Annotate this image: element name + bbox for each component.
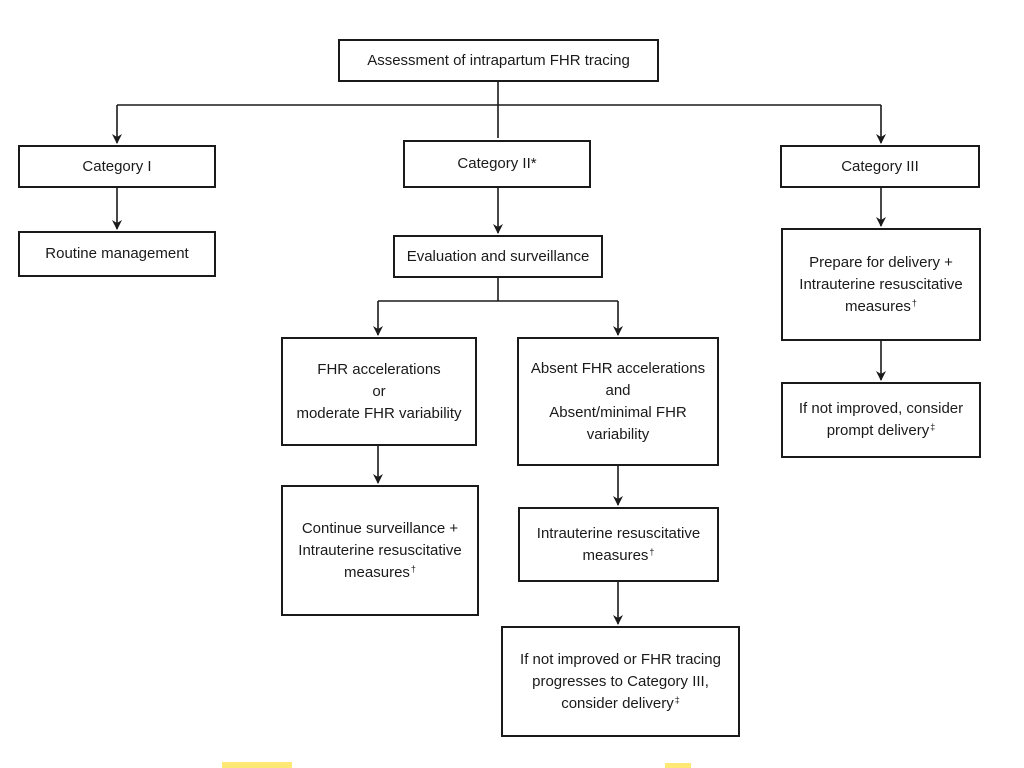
- evaluation-surveillance-label: Evaluation and surveillance: [406, 247, 590, 265]
- consider-delivery-line-3: consider delivery‡: [520, 693, 721, 715]
- prepare-delivery-line-2: Intrauterine resuscitative: [799, 275, 963, 293]
- fhr-accelerations-line-1: FHR accelerations: [317, 360, 441, 378]
- prepare-delivery-box: Prepare for delivery + Intrauterine resu…: [781, 228, 981, 341]
- consider-delivery-text: If not improved or FHR tracing progresse…: [520, 649, 721, 715]
- continue-surveillance-measures: measures: [344, 563, 410, 581]
- absent-accelerations-line-1: Absent FHR accelerations: [530, 359, 706, 377]
- prepare-delivery-dagger: †: [911, 297, 917, 308]
- category-1-box: Category I: [18, 145, 216, 188]
- prepare-delivery-line-3: measures†: [799, 296, 962, 318]
- prompt-delivery-text: If not improved, consider prompt deliver…: [799, 398, 963, 442]
- continue-surveillance-line-2: Intrauterine resuscitative: [298, 541, 462, 559]
- prompt-delivery-line-2: prompt delivery‡: [799, 420, 963, 442]
- prompt-delivery-label: prompt delivery: [826, 422, 930, 439]
- category-2-box: Category II*: [403, 140, 591, 188]
- routine-management-label: Routine management: [45, 245, 189, 262]
- absent-accelerations-box: Absent FHR accelerations and Absent/mini…: [517, 337, 719, 466]
- intrauterine-resuscitative-box: Intrauterine resuscitative measures†: [518, 507, 719, 582]
- consider-delivery-line-1: If not improved or FHR tracing: [520, 650, 721, 668]
- category-3-label: Category III: [841, 157, 919, 175]
- highlighter-mark-left: [222, 762, 292, 768]
- root-assessment-label: Assessment of intrapartum FHR tracing: [367, 51, 630, 69]
- prompt-delivery-double-dagger: ‡: [930, 422, 936, 432]
- consider-delivery-line-2: progresses to Category III,: [532, 672, 709, 690]
- fhr-accelerations-line-2: or: [372, 382, 386, 400]
- consider-delivery-double-dagger: ‡: [674, 694, 680, 705]
- intrauterine-resuscitative-line-2: measures†: [537, 545, 700, 567]
- prepare-delivery-text: Prepare for delivery + Intrauterine resu…: [799, 252, 962, 318]
- prompt-delivery-box: If not improved, consider prompt deliver…: [781, 382, 981, 458]
- routine-management-box: Routine management: [18, 231, 216, 277]
- intrauterine-resuscitative-line-1: Intrauterine resuscitative: [536, 524, 701, 542]
- category-2-text: Category II*: [457, 153, 536, 175]
- intrauterine-resuscitative-text: Intrauterine resuscitative measures†: [537, 523, 700, 567]
- absent-accelerations-line-2: and: [605, 381, 631, 399]
- fhr-accelerations-box: FHR accelerations or moderate FHR variab…: [281, 337, 477, 446]
- consider-delivery-box: If not improved or FHR tracing progresse…: [501, 626, 740, 737]
- category-1-label: Category I: [82, 157, 152, 175]
- continue-surveillance-text: Continue surveillance + Intrauterine res…: [298, 518, 461, 584]
- evaluation-surveillance-box: Evaluation and surveillance: [393, 235, 603, 278]
- consider-delivery-label: consider delivery: [561, 694, 674, 712]
- absent-accelerations-line-4: variability: [586, 425, 650, 443]
- prepare-delivery-measures: measures: [845, 297, 911, 315]
- continue-surveillance-line-1: Continue surveillance +: [301, 519, 459, 537]
- absent-accelerations-line-3: Absent/minimal FHR: [549, 403, 687, 421]
- fhr-accelerations-line-3: moderate FHR variability: [296, 404, 462, 422]
- continue-surveillance-line-3: measures†: [298, 562, 461, 584]
- root-assessment-box: Assessment of intrapartum FHR tracing: [338, 39, 659, 82]
- category-2-label: Category II: [457, 155, 531, 172]
- fhr-accelerations-text: FHR accelerations or moderate FHR variab…: [296, 359, 461, 425]
- intrauterine-resuscitative-measures: measures: [582, 546, 649, 564]
- intrauterine-resuscitative-dagger: †: [649, 546, 655, 557]
- continue-surveillance-dagger: †: [410, 563, 416, 574]
- category-2-asterisk: *: [530, 155, 537, 172]
- prompt-delivery-line-1: If not improved, consider: [798, 400, 964, 417]
- highlighter-mark-right: [665, 763, 691, 768]
- absent-accelerations-text: Absent FHR accelerations and Absent/mini…: [531, 358, 705, 446]
- continue-surveillance-box: Continue surveillance + Intrauterine res…: [281, 485, 479, 616]
- category-3-box: Category III: [780, 145, 980, 188]
- prepare-delivery-line-1: Prepare for delivery +: [809, 253, 953, 271]
